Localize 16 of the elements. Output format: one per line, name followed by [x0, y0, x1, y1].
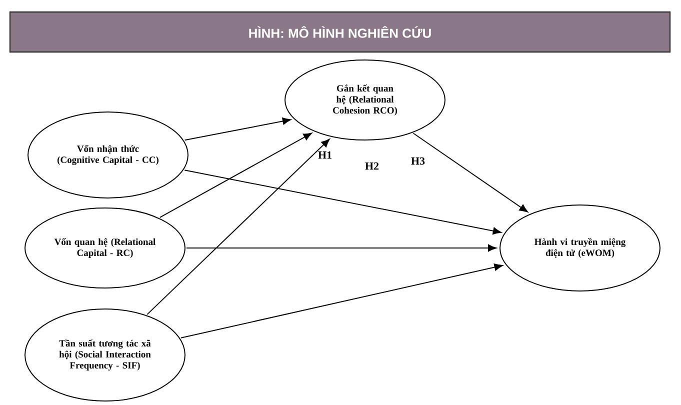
hypothesis-label: H2: [365, 162, 379, 170]
arrow: [186, 244, 497, 252]
arrow: [159, 132, 312, 218]
ellipse-node: Vốn nhận thức (Cognitive Capital - CC): [28, 112, 188, 198]
ellipse-node: Gắn kết quan hệ (Relational Cohesion RCO): [284, 60, 446, 140]
arrow: [184, 170, 502, 235]
ellipse-node: Tần suất tương tác xã hội (Social Interaction Frequency - SIF): [24, 308, 186, 402]
arrow: [180, 264, 503, 338]
arrow: [184, 118, 292, 141]
ellipse-node: Hành vi truyền miệng điện tử (eWOM): [500, 204, 660, 292]
ellipse-node: Vốn quan hệ (Relational Capital - RC): [24, 208, 186, 288]
arrow: [412, 132, 528, 212]
hypothesis-label: H1: [318, 151, 332, 159]
hypothesis-label: H3: [411, 157, 425, 165]
arrow: [146, 138, 330, 315]
title-banner: HÌNH: MÔ HÌNH NGHIÊN CỨU: [9, 11, 671, 53]
